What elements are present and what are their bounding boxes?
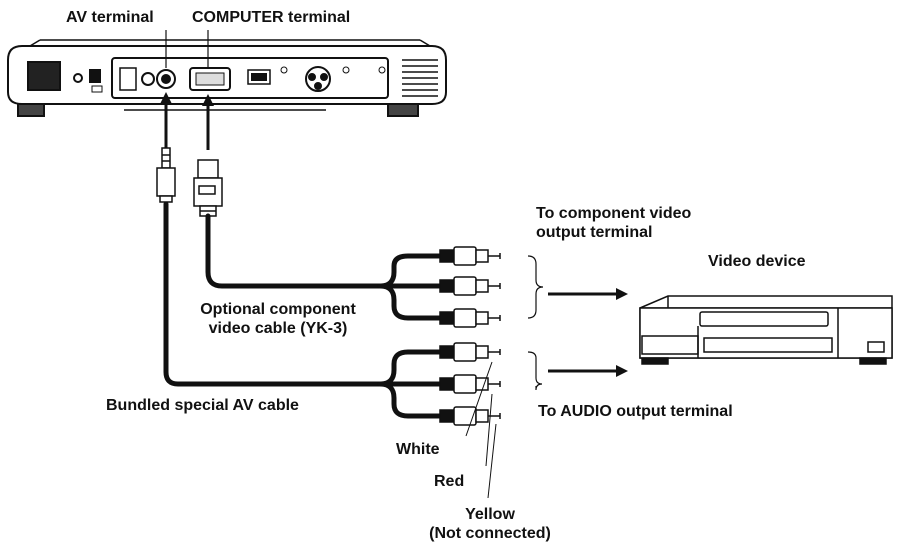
yellow-label: Yellow (Not connected) <box>420 505 560 543</box>
braces <box>527 255 544 391</box>
component-output-label: To component video output terminal <box>536 204 691 242</box>
component-connector <box>193 159 223 217</box>
av-terminal-label: AV terminal <box>66 9 154 26</box>
cables <box>163 201 443 419</box>
red-label: Red <box>434 473 465 490</box>
component-output-line2: output terminal <box>536 224 653 241</box>
optional-cable-line2: video cable (YK-3) <box>208 320 348 337</box>
right-arrows <box>548 288 628 377</box>
optional-cable-line1: Optional component <box>200 301 356 318</box>
up-arrows <box>160 92 214 150</box>
video-device <box>639 295 893 365</box>
yellow-line1: Yellow <box>465 506 515 523</box>
component-output-line1: To component video <box>536 205 692 222</box>
projector <box>7 39 447 117</box>
color-leaders <box>465 361 497 499</box>
computer-terminal-label: COMPUTER terminal <box>192 9 351 26</box>
optional-cable-label: Optional component video cable (YK-3) <box>180 300 376 338</box>
audio-output-label: To AUDIO output terminal <box>538 403 733 420</box>
av-plug <box>156 147 176 203</box>
yellow-line2: (Not connected) <box>429 525 551 542</box>
bundled-cable-label: Bundled special AV cable <box>106 397 299 414</box>
white-label: White <box>396 441 440 458</box>
rca-plugs <box>439 246 501 426</box>
video-device-label: Video device <box>708 253 806 270</box>
